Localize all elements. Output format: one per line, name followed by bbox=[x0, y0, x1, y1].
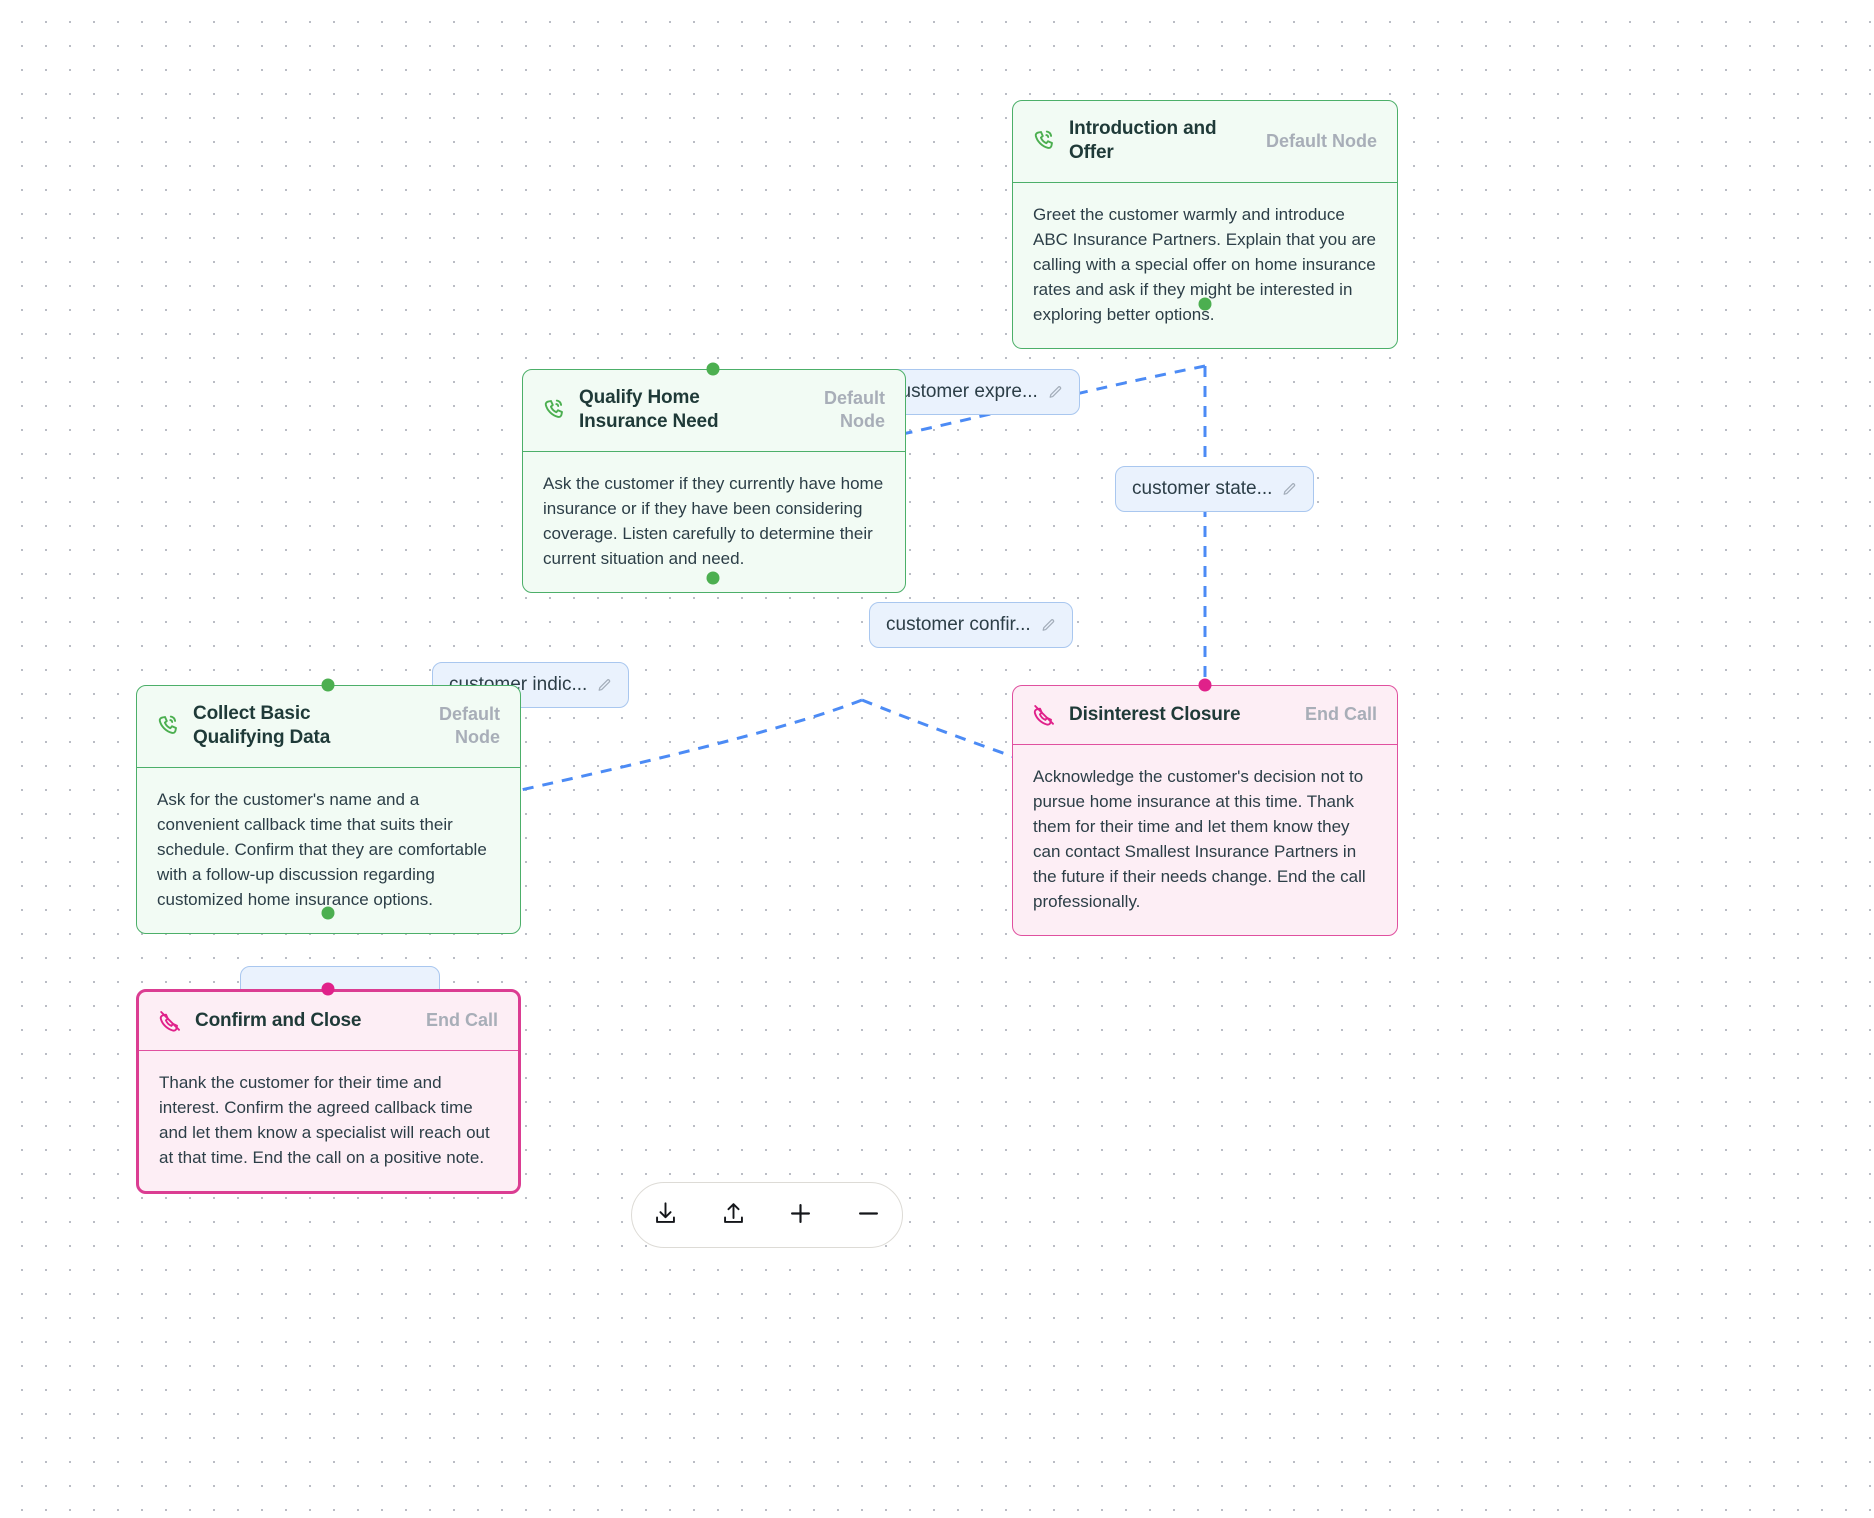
node-collect-basic-qualifying-data[interactable]: Collect Basic Qualifying Data Default No… bbox=[136, 685, 521, 934]
node-header: Collect Basic Qualifying Data Default No… bbox=[137, 686, 520, 768]
node-body: Ask for the customer's name and a conven… bbox=[157, 789, 487, 909]
phone-off-icon bbox=[157, 1008, 183, 1034]
target-handle-collect[interactable] bbox=[321, 678, 335, 692]
node-header: Confirm and Close End Call bbox=[139, 992, 518, 1051]
plus-icon bbox=[787, 1200, 814, 1230]
target-handle-confirm[interactable] bbox=[321, 982, 335, 996]
upload-icon bbox=[720, 1200, 747, 1230]
edge-label-customer-states[interactable]: customer state... bbox=[1115, 466, 1315, 512]
pencil-icon[interactable] bbox=[1048, 385, 1063, 400]
target-handle-disinterest[interactable] bbox=[1198, 678, 1212, 692]
source-handle-collect[interactable] bbox=[321, 906, 335, 920]
node-badge: Default Node bbox=[1265, 130, 1377, 151]
zoom-out-button[interactable] bbox=[844, 1191, 892, 1239]
node-badge: Default Node bbox=[823, 388, 885, 432]
node-introduction-and-offer[interactable]: Introduction and Offer Default Node Gree… bbox=[1012, 100, 1398, 349]
phone-outgoing-icon bbox=[541, 397, 567, 423]
download-button[interactable] bbox=[642, 1191, 690, 1239]
source-handle-introduction[interactable] bbox=[1198, 297, 1212, 311]
node-badge: End Call bbox=[1304, 704, 1377, 725]
node-body: Greet the customer warmly and introduce … bbox=[1033, 204, 1377, 324]
target-handle-qualify[interactable] bbox=[706, 362, 720, 376]
node-disinterest-closure[interactable]: Disinterest Closure End Call Acknowledge… bbox=[1012, 685, 1398, 936]
zoom-in-button[interactable] bbox=[777, 1191, 825, 1239]
source-handle-qualify[interactable] bbox=[706, 571, 720, 585]
node-qualify-home-insurance-need[interactable]: Qualify Home Insurance Need Default Node… bbox=[522, 369, 906, 593]
pencil-icon[interactable] bbox=[1041, 618, 1056, 633]
minus-icon bbox=[855, 1200, 882, 1230]
pencil-icon[interactable] bbox=[1282, 482, 1297, 497]
node-header: Disinterest Closure End Call bbox=[1013, 686, 1397, 745]
node-header: Qualify Home Insurance Need Default Node bbox=[523, 370, 905, 452]
edge-label-text: customer state... bbox=[1132, 478, 1273, 499]
edge-label-text: customer expre... bbox=[891, 381, 1038, 402]
node-body: Thank the customer for their time and in… bbox=[159, 1073, 490, 1167]
phone-outgoing-icon bbox=[155, 713, 181, 739]
node-badge: End Call bbox=[425, 1010, 498, 1031]
pencil-icon[interactable] bbox=[597, 678, 612, 693]
node-title: Qualify Home Insurance Need bbox=[579, 387, 719, 433]
download-icon bbox=[652, 1200, 679, 1230]
node-body: Ask the customer if they currently have … bbox=[543, 473, 884, 568]
node-body: Acknowledge the customer's decision not … bbox=[1033, 767, 1366, 911]
node-title: Confirm and Close bbox=[195, 1009, 362, 1031]
node-title: Disinterest Closure bbox=[1069, 703, 1241, 725]
node-confirm-and-close[interactable]: Confirm and Close End Call Thank the cus… bbox=[136, 989, 521, 1194]
node-header: Introduction and Offer Default Node bbox=[1013, 101, 1397, 183]
node-title: Introduction and Offer bbox=[1069, 118, 1217, 164]
phone-off-icon bbox=[1031, 702, 1057, 728]
upload-button[interactable] bbox=[709, 1191, 757, 1239]
edge-label-text: customer confir... bbox=[886, 614, 1031, 635]
node-title: Collect Basic Qualifying Data bbox=[193, 703, 331, 749]
edge-label-customer-confirms[interactable]: customer confir... bbox=[869, 602, 1073, 648]
canvas-toolbar[interactable] bbox=[631, 1182, 903, 1248]
phone-outgoing-icon bbox=[1031, 128, 1057, 154]
node-badge: Default Node bbox=[438, 704, 500, 748]
